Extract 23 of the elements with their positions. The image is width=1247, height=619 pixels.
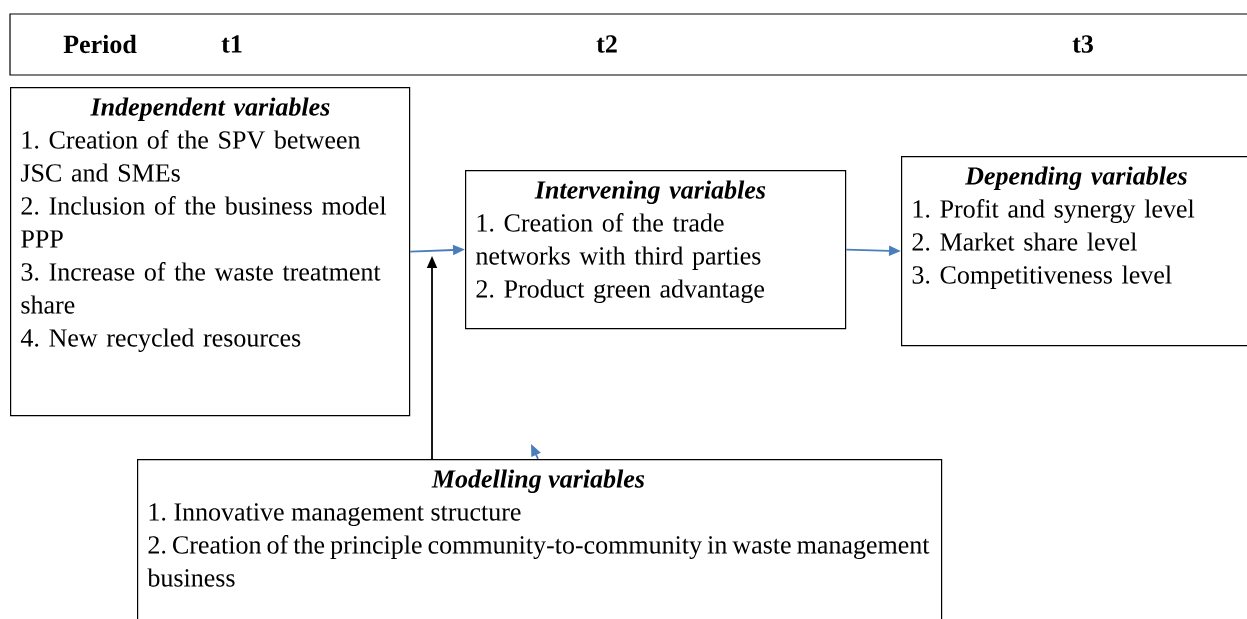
period-label: Period	[63, 34, 137, 54]
box-heading: Modelling variables	[431, 469, 645, 493]
box-heading: Intervening variables	[534, 180, 766, 204]
variables-box	[901, 156, 1247, 347]
box-heading: Independent variables	[90, 97, 330, 121]
list-item: 4. New recycled resources	[20, 328, 301, 353]
time-label: t2	[596, 35, 617, 53]
list-item: 2. Market share level	[912, 232, 1137, 251]
list-item: 2. Inclusion of the business model PPP	[21, 196, 386, 248]
variables-box	[137, 459, 943, 619]
box-heading: Depending variables	[965, 166, 1187, 190]
list-item: 1. Creation of the trade networks with third parties	[476, 213, 761, 270]
time-label: t1	[221, 35, 242, 53]
list-item: 3. Competitiveness level	[912, 265, 1172, 289]
list-item: 2. Creation of the principle community-to-community in waste management business	[147, 535, 930, 587]
list-item: 1. Innovative management structure	[149, 503, 521, 527]
variables-box	[465, 170, 847, 330]
list-item: 1. Creation of the SPV between JSC and SMEs	[20, 130, 361, 182]
list-item: 2. Product green advantage	[476, 279, 764, 304]
list-item: 1. Profit and synergy level	[913, 199, 1195, 224]
list-item: 3. Increase of the waste treatment share	[21, 262, 381, 314]
variables-box	[10, 87, 411, 417]
time-label: t3	[1072, 35, 1093, 53]
